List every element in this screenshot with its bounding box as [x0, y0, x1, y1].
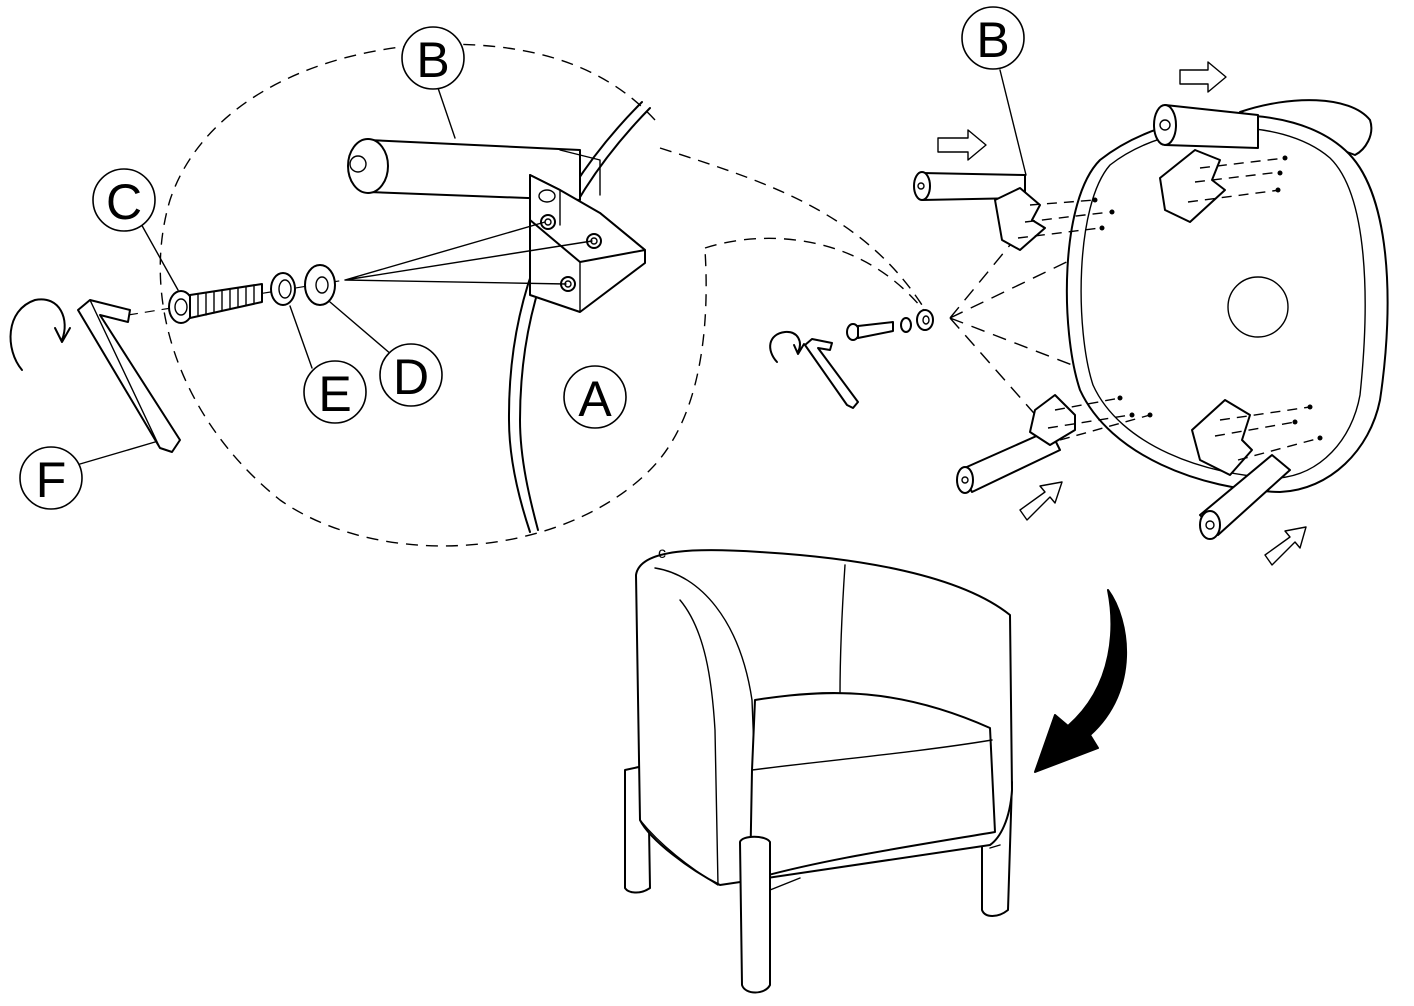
push-arrow-icon [1179, 61, 1227, 93]
chair-mark: c [658, 545, 666, 562]
push-arrow-icon [937, 129, 987, 161]
seat-inner-edge [1080, 127, 1366, 479]
leg-b-detail [347, 138, 601, 201]
chair-back-inner [654, 564, 846, 776]
bolt-c [168, 283, 263, 324]
mounting-bracket-detail [529, 174, 646, 313]
flat-washer-d [304, 264, 336, 306]
leg-lower-right [1199, 454, 1291, 540]
small-rotate-arrow-icon [769, 330, 805, 363]
small-set-connectors [949, 209, 1216, 421]
label-f: F [19, 446, 83, 510]
leg-b-upper-left [913, 171, 1115, 251]
chair-leg-front-left [739, 835, 771, 994]
leader-lines [79, 87, 456, 465]
assembled-chair: c [624, 545, 1013, 994]
push-arrow-icon [1019, 481, 1063, 521]
seat-center-label [1227, 276, 1289, 338]
seat-outline [1065, 114, 1389, 493]
callout-connector-bottom [704, 237, 926, 313]
seat-bracket-top [1159, 149, 1226, 223]
rotate-arrow-icon [9, 298, 71, 371]
label-b-right: B [961, 6, 1027, 176]
label-a-text: A [578, 371, 612, 427]
label-e-text: E [318, 366, 351, 422]
chair-arm-curve [639, 599, 719, 886]
frame-rail-inner [507, 101, 643, 533]
label-c: C [92, 168, 156, 232]
allen-key-f [77, 299, 181, 453]
detail-circle-outline [159, 43, 707, 547]
flip-arrow-icon [1034, 589, 1127, 773]
label-c-text: C [106, 174, 142, 230]
seat-screw-guides [1187, 157, 1321, 461]
label-b-right-text: B [976, 12, 1009, 68]
small-flat-washer [916, 309, 934, 331]
label-d-text: D [393, 349, 429, 405]
detail-callout [9, 43, 926, 547]
spring-washer-e [270, 272, 296, 306]
seat-underside [1065, 99, 1389, 493]
label-b: B [401, 26, 465, 90]
leg-top [1153, 104, 1259, 149]
alignment-lines [344, 221, 593, 285]
small-spring-washer [900, 317, 912, 333]
label-e: E [303, 360, 367, 424]
label-f-text: F [36, 452, 67, 508]
callout-connector-top [659, 147, 923, 306]
frame-rail [519, 107, 651, 531]
label-d: D [379, 343, 443, 407]
small-allen-key [804, 338, 859, 409]
push-arrow-icon [1264, 526, 1307, 566]
label-b-text: B [416, 32, 449, 88]
legs-exploded [913, 61, 1307, 566]
small-bolt-shank [857, 321, 894, 339]
seat-bracket-bottom [1191, 399, 1253, 476]
leg-lower-left [956, 394, 1153, 494]
chair-seat-cushion [749, 692, 996, 881]
hardware-set-small [769, 209, 1216, 421]
label-a: A [563, 365, 627, 429]
